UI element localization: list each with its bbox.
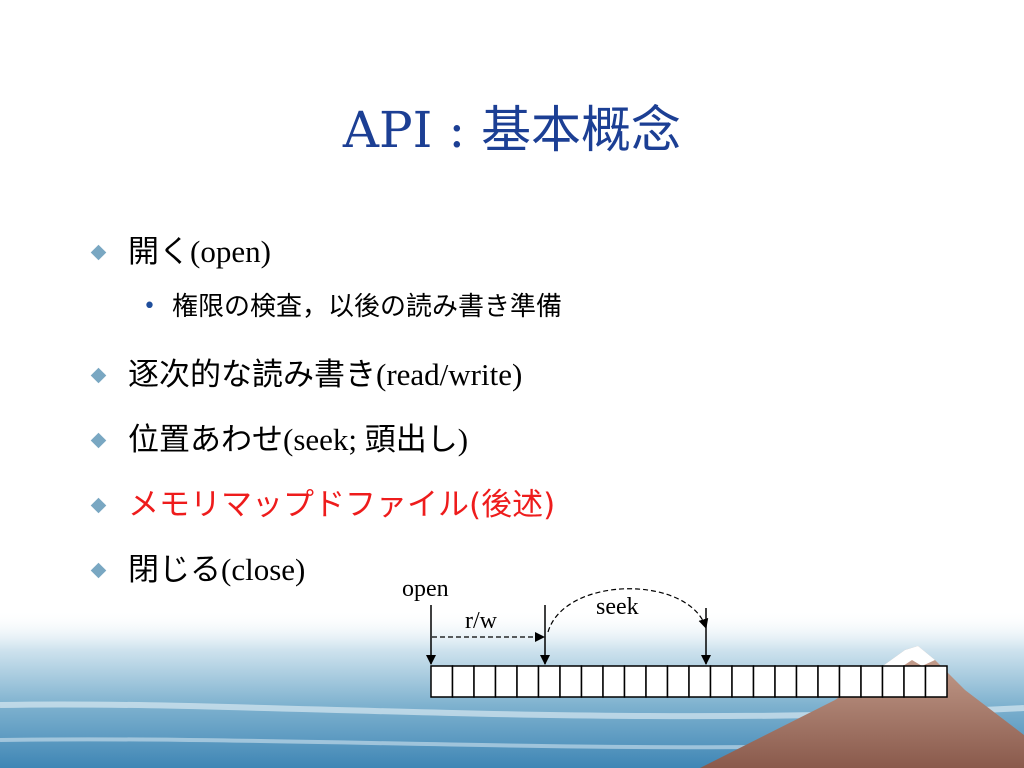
bullet-memory-mapped-file: メモリマップドファイル(後述) [128,487,556,523]
file-cell [838,665,862,698]
bullet-seek-latin2: ) [457,422,469,457]
file-cell [602,665,626,698]
file-cells [430,665,948,698]
bullet-read-write: 逐次的な読み書き(read/write) [128,355,522,395]
sub-bullet-dot-icon: • [143,294,156,319]
open-label: open [402,576,449,602]
title-latin: API : [342,101,482,159]
file-cell [666,665,690,698]
file-cell [774,665,798,698]
file-cell [645,665,669,698]
mountain-snowcap [880,646,935,668]
bullet-seek-latin: (seek; [283,422,365,457]
file-cell [903,665,927,698]
bullet-open-latin: (open) [190,234,271,269]
bullet-seek-jp2: 頭出し [364,422,458,458]
file-cell [623,665,647,698]
file-cell [731,665,755,698]
file-cell [688,665,712,698]
file-cell [516,665,540,698]
file-cell [752,665,776,698]
page-title: API : 基本概念 [0,100,1024,160]
sub-bullet-permissions: 権限の検査，以後の読み書き準備 [172,292,563,322]
file-cell [580,665,604,698]
title-jp: 基本概念 [481,101,682,159]
file-cell [817,665,841,698]
bullet-seek: 位置あわせ(seek; 頭出し) [128,420,468,460]
bullet-close: 閉じる(close) [128,550,305,590]
bullet-close-jp: 閉じる [128,552,221,588]
bullet-seek-jp: 位置あわせ [128,422,283,458]
seek-label: seek [596,594,639,620]
file-cell [709,665,733,698]
seek-arc-arrow [547,588,709,633]
file-cell [924,665,948,698]
file-cell [430,665,454,698]
file-cell [473,665,497,698]
bullet-read-write-jp: 逐次的な読み書き [128,357,376,393]
file-cell [881,665,905,698]
file-cell [537,665,561,698]
file-cell [559,665,583,698]
bullet-read-write-latin: (read/write) [376,357,523,392]
file-cell [860,665,884,698]
file-cell [494,665,518,698]
bullet-open: 開く(open) [128,232,271,272]
rw-label: r/w [465,608,498,634]
file-cell [451,665,475,698]
file-cell [795,665,819,698]
bullet-close-latin: (close) [221,552,306,587]
bullet-open-jp: 開く [128,234,190,270]
